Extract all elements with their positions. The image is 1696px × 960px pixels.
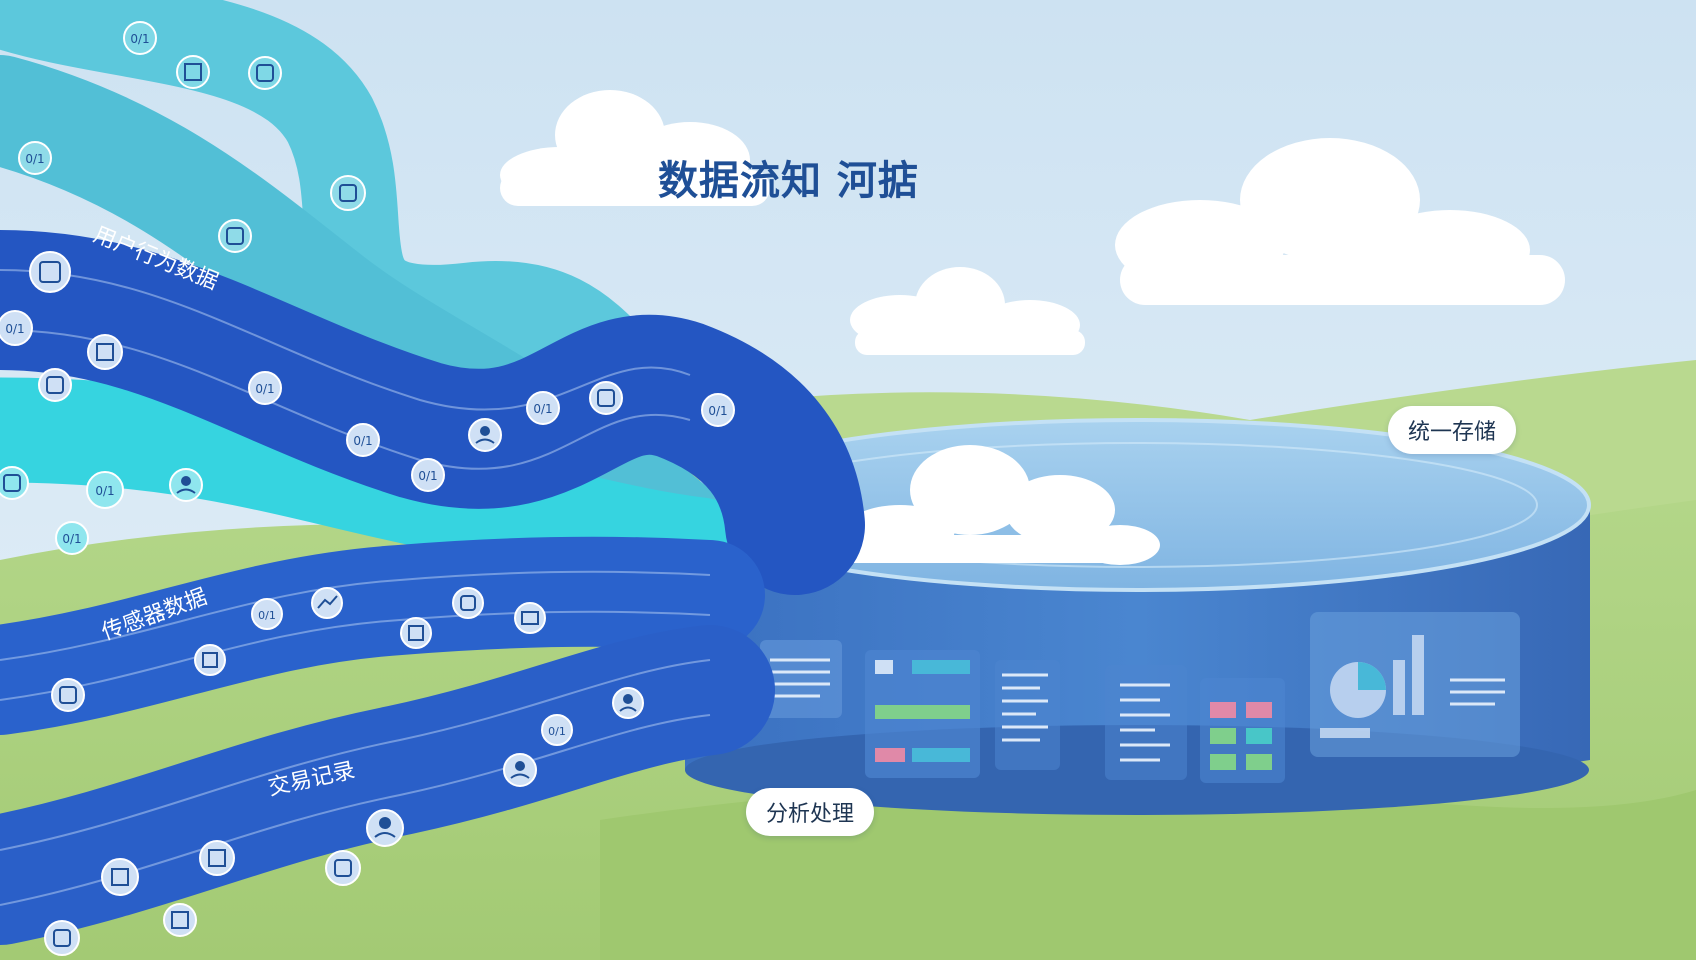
dashboard-panels xyxy=(760,612,1520,783)
binary-icon: 0/1 xyxy=(411,458,445,492)
stream-icons: 0/1 0/1 0/1 0/1 0/1 0/1 0/1 0/1 0/1 0/1 … xyxy=(0,21,735,956)
database-icon xyxy=(51,678,85,712)
chart-icon xyxy=(176,55,210,89)
card-icon xyxy=(514,602,546,634)
svg-text:0/1: 0/1 xyxy=(95,484,114,498)
binary-icon: 0/1 xyxy=(18,141,52,175)
binary-icon: 0/1 xyxy=(346,423,380,457)
binary-icon: 0/1 xyxy=(541,714,573,746)
doc-icon xyxy=(101,858,139,896)
binary-icon: 0/1 xyxy=(526,391,560,425)
user-icon xyxy=(468,418,502,452)
database-icon xyxy=(218,219,252,253)
database-icon xyxy=(325,850,361,886)
svg-text:0/1: 0/1 xyxy=(533,402,552,416)
binary-icon: 0/1 xyxy=(248,371,282,405)
svg-text:0/1: 0/1 xyxy=(62,532,81,546)
user-icon xyxy=(169,468,203,502)
label-unified-storage: 统一存储 xyxy=(1388,406,1517,454)
svg-text:0/1: 0/1 xyxy=(5,322,24,336)
cloud-3 xyxy=(850,267,1085,355)
cloud-2 xyxy=(1115,138,1565,305)
svg-text:0/1: 0/1 xyxy=(353,434,372,448)
binary-icon: 0/1 xyxy=(701,393,735,427)
chart-icon xyxy=(163,903,197,937)
cloud-1 xyxy=(500,90,770,206)
trend-icon xyxy=(311,587,343,619)
database-icon xyxy=(44,920,80,956)
database-icon xyxy=(248,56,282,90)
svg-text:0/1: 0/1 xyxy=(25,152,44,166)
binary-icon: 0/1 xyxy=(251,598,283,630)
svg-text:0/1: 0/1 xyxy=(258,609,276,622)
database-icon xyxy=(589,381,623,415)
chart-icon xyxy=(400,617,432,649)
svg-text:0/1: 0/1 xyxy=(130,32,149,46)
user-icon xyxy=(612,687,644,719)
database-icon xyxy=(452,587,484,619)
database-icon xyxy=(330,175,366,211)
doc-panel-2 xyxy=(1105,665,1187,780)
binary-icon: 0/1 xyxy=(86,471,124,509)
page-title: 数据流知 河掂 xyxy=(658,158,919,204)
stream-user-behavior xyxy=(0,230,865,595)
user-icon xyxy=(366,809,404,847)
chart-icon xyxy=(199,840,235,876)
svg-text:0/1: 0/1 xyxy=(418,469,437,483)
binary-icon: 0/1 xyxy=(0,310,33,346)
database-icon xyxy=(38,368,72,402)
binary-icon: 0/1 xyxy=(123,21,157,55)
svg-text:0/1: 0/1 xyxy=(255,382,274,396)
svg-text:0/1: 0/1 xyxy=(708,404,727,418)
database-icon xyxy=(29,251,71,293)
database-icon xyxy=(0,466,29,500)
chart-icon xyxy=(87,334,123,370)
grass-front xyxy=(600,784,1696,960)
binary-icon: 0/1 xyxy=(55,521,89,555)
user-icon xyxy=(503,753,537,787)
label-analysis-processing: 分析处理 xyxy=(746,788,875,836)
svg-text:0/1: 0/1 xyxy=(548,725,566,738)
doc-icon xyxy=(194,644,226,676)
stream-sensor xyxy=(0,536,765,735)
